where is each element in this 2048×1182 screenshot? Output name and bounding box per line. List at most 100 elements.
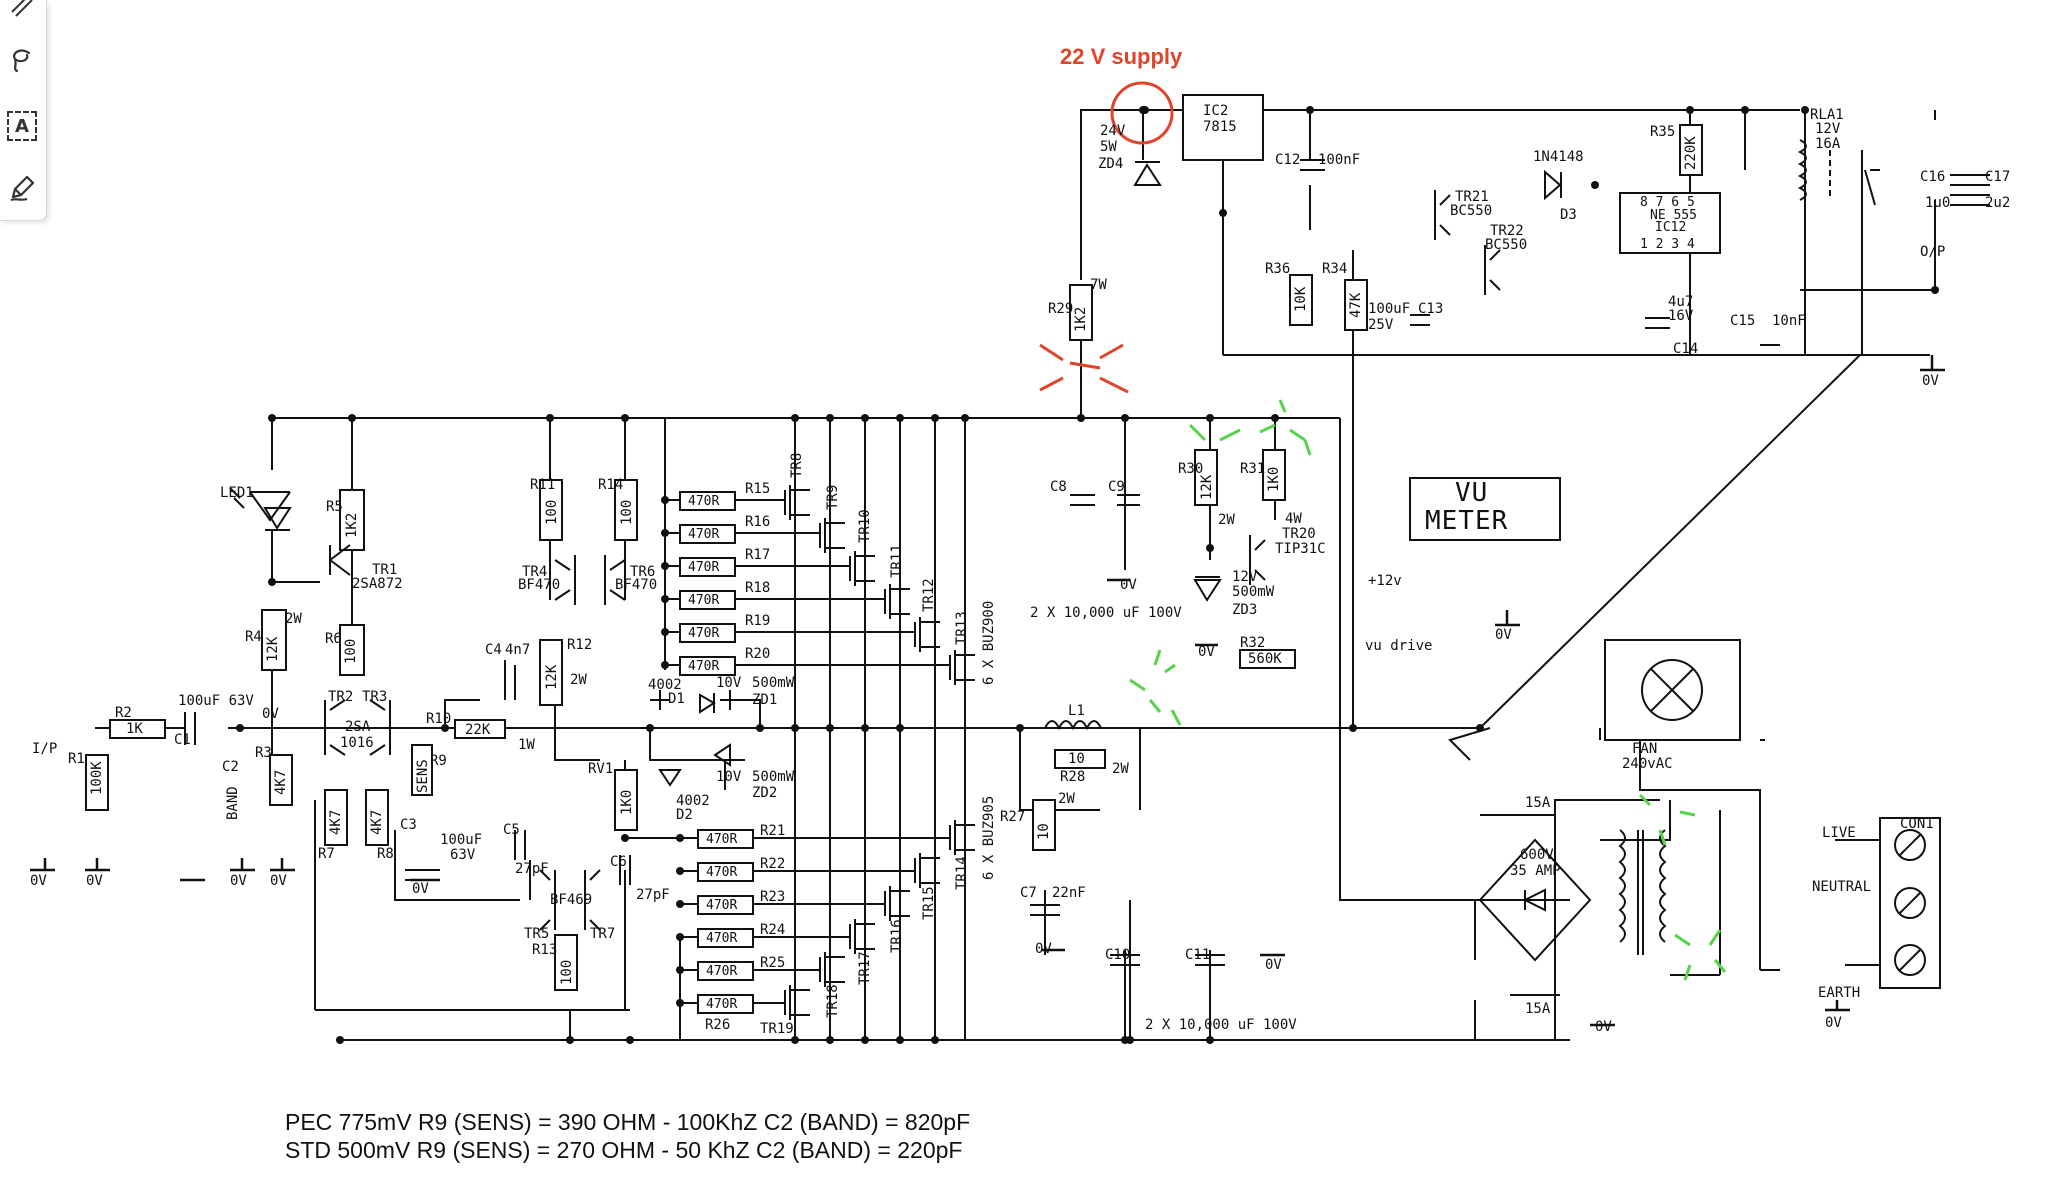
r23-ref: R23 bbox=[760, 889, 786, 905]
r31-value: 1K0 bbox=[1266, 466, 1282, 492]
r35-ref: R35 bbox=[1650, 124, 1676, 140]
r27-watts: 2W bbox=[1058, 791, 1075, 807]
c15-ref: C15 bbox=[1730, 313, 1756, 329]
ic12-type: NE 555 bbox=[1650, 208, 1697, 223]
gate-res-value: 470R bbox=[706, 997, 738, 1012]
r10-value: 22K bbox=[465, 722, 491, 738]
zd2-watts: 500mW bbox=[752, 769, 795, 785]
r4-ref: R4 bbox=[245, 629, 262, 645]
r35-value: 220K bbox=[1683, 136, 1699, 170]
vu-meter-line1: VU bbox=[1455, 478, 1489, 508]
r21-ref: R21 bbox=[760, 823, 786, 839]
rla1-ref: RLA1 bbox=[1810, 107, 1844, 123]
r5-value: 1K2 bbox=[344, 512, 360, 538]
r7-value: 4K7 bbox=[328, 809, 344, 835]
r30-ref: R30 bbox=[1178, 461, 1204, 477]
c12-ref: C12 bbox=[1275, 152, 1301, 168]
r18-ref: R18 bbox=[745, 580, 771, 596]
r24-ref: R24 bbox=[760, 922, 786, 938]
r10-watts: 1W bbox=[518, 737, 535, 753]
ground-0v: 0V bbox=[30, 873, 47, 889]
c4-ref: C4 bbox=[485, 642, 502, 658]
r8-value: 4K7 bbox=[369, 809, 385, 835]
resistor-bodies bbox=[85, 94, 1941, 1014]
tr4-ref: TR4 bbox=[522, 564, 548, 580]
tr6-ref: TR6 bbox=[630, 564, 656, 580]
pen-icon[interactable] bbox=[4, 170, 40, 206]
gate-resistors-bottom bbox=[697, 829, 754, 1014]
d1-type: 4002 bbox=[648, 677, 682, 693]
lasso-icon[interactable] bbox=[4, 42, 40, 78]
c8-ref: C8 bbox=[1050, 479, 1067, 495]
c6-ref: C6 bbox=[610, 854, 627, 870]
zd2-voltage: 10V bbox=[716, 769, 742, 785]
r27-value: 10 bbox=[1036, 823, 1052, 840]
rv1-ref: RV1 bbox=[588, 761, 614, 777]
c2-ref: C2 bbox=[222, 759, 239, 775]
tr8-ref: TR8 bbox=[789, 452, 805, 478]
c5-value: 27pF bbox=[515, 861, 549, 877]
r12-value: 12K bbox=[544, 664, 560, 690]
tr22-type: BC550 bbox=[1485, 237, 1528, 253]
ground-0v: 0V bbox=[1825, 1015, 1842, 1031]
text-box-icon[interactable]: A bbox=[4, 108, 40, 144]
r34-value: 47K bbox=[1348, 292, 1364, 318]
r31-watts: 4W bbox=[1285, 511, 1302, 527]
relay-coil bbox=[1797, 139, 1880, 206]
ic12-pins-top: 8 7 6 5 bbox=[1640, 195, 1695, 210]
tr14-ref: TR14 bbox=[954, 856, 970, 890]
c6-value: 27pF bbox=[636, 887, 670, 903]
c7-value: 22nF bbox=[1052, 885, 1086, 901]
shape-tool-icon[interactable] bbox=[4, 0, 40, 24]
tr3-ref: TR3 bbox=[362, 689, 388, 705]
tr17-ref: TR17 bbox=[857, 951, 873, 985]
neutral-label: NEUTRAL bbox=[1812, 879, 1872, 895]
c13-value: 100uF bbox=[1368, 301, 1411, 317]
tr7-ref: TR7 bbox=[590, 926, 616, 942]
c3-voltage: 63V bbox=[450, 847, 476, 863]
zd1-watts: 500mW bbox=[752, 675, 795, 691]
gate-res-value: 470R bbox=[688, 626, 720, 641]
r2-value: 1K bbox=[126, 721, 143, 737]
r10-ref: R10 bbox=[426, 711, 452, 727]
c1-ref: C1 bbox=[174, 732, 191, 748]
r31-ref: R31 bbox=[1240, 461, 1266, 477]
bridge-voltage: 600V bbox=[1520, 847, 1554, 863]
c10-ref: C10 bbox=[1105, 947, 1131, 963]
tr10-ref: TR10 bbox=[857, 509, 873, 543]
tr11-ref: TR11 bbox=[889, 544, 905, 578]
earth-label: EARTH bbox=[1818, 985, 1861, 1001]
r4-watts: 2W bbox=[285, 611, 302, 627]
c11-ref: C11 bbox=[1185, 947, 1211, 963]
r8-ref: R8 bbox=[377, 846, 394, 862]
r14-value: 100 bbox=[619, 499, 635, 525]
d3-ref: D3 bbox=[1560, 207, 1577, 223]
notes: PEC 775mV R9 (SENS) = 390 OHM - 100KhZ C… bbox=[285, 1108, 970, 1164]
rla1-amps: 16A bbox=[1815, 136, 1841, 152]
r14-ref: R14 bbox=[598, 477, 624, 493]
r36-ref: R36 bbox=[1265, 261, 1291, 277]
c12-value: 100nF bbox=[1318, 152, 1361, 168]
c1-value: 100uF 63V bbox=[178, 693, 254, 709]
r9-ref: R9 bbox=[430, 753, 447, 769]
vu-meter-line2: METER bbox=[1425, 506, 1509, 536]
zd4-ref: ZD4 bbox=[1098, 156, 1124, 172]
r6-ref: R6 bbox=[325, 631, 342, 647]
transistors bbox=[324, 190, 1501, 931]
input-label: I/P bbox=[32, 741, 58, 757]
d2-ref: D2 bbox=[676, 807, 693, 823]
caps-note-bottom: 2 X 10,000 uF 100V bbox=[1145, 1017, 1297, 1033]
output-label: O/P bbox=[1920, 244, 1946, 260]
tr2-ref: TR2 bbox=[328, 689, 354, 705]
r29-value: 1K2 bbox=[1073, 306, 1089, 332]
ic2-ref: IC2 bbox=[1203, 103, 1229, 119]
r15-ref: R15 bbox=[745, 481, 771, 497]
ground-symbols bbox=[30, 355, 1945, 1027]
zd4-voltage: 24V bbox=[1100, 123, 1126, 139]
r11-ref: R11 bbox=[530, 477, 556, 493]
r25-ref: R25 bbox=[760, 955, 786, 971]
tr9-ref: TR9 bbox=[825, 484, 841, 510]
c13-voltage: 25V bbox=[1368, 317, 1394, 333]
vu-drive: vu drive bbox=[1365, 638, 1433, 654]
